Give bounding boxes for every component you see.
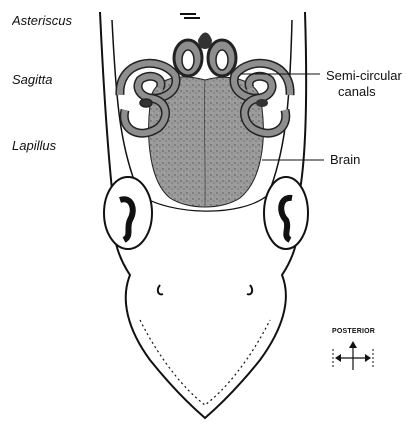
forebrain-lobes xyxy=(174,14,236,76)
posterior-compass xyxy=(333,341,373,370)
lapillus-label: Lapillus xyxy=(12,138,56,153)
left-inner-ear xyxy=(120,63,176,133)
asteriscus-label: Asteriscus xyxy=(12,13,72,28)
posterior-label: POSTERIOR xyxy=(332,328,375,335)
left-eye xyxy=(104,177,152,249)
left-nostril xyxy=(158,285,163,294)
right-eye xyxy=(264,177,308,249)
right-nostril xyxy=(247,285,252,294)
semicircular-label-line2: canals xyxy=(338,84,376,99)
sagitta-label: Sagitta xyxy=(12,72,52,87)
cranium-right-wall xyxy=(268,20,292,195)
cranium-left-wall xyxy=(112,20,140,195)
semicircular-label-line1: Semi-circular xyxy=(326,68,407,83)
snout-inner xyxy=(140,320,270,405)
brain-label: Brain xyxy=(330,152,360,167)
